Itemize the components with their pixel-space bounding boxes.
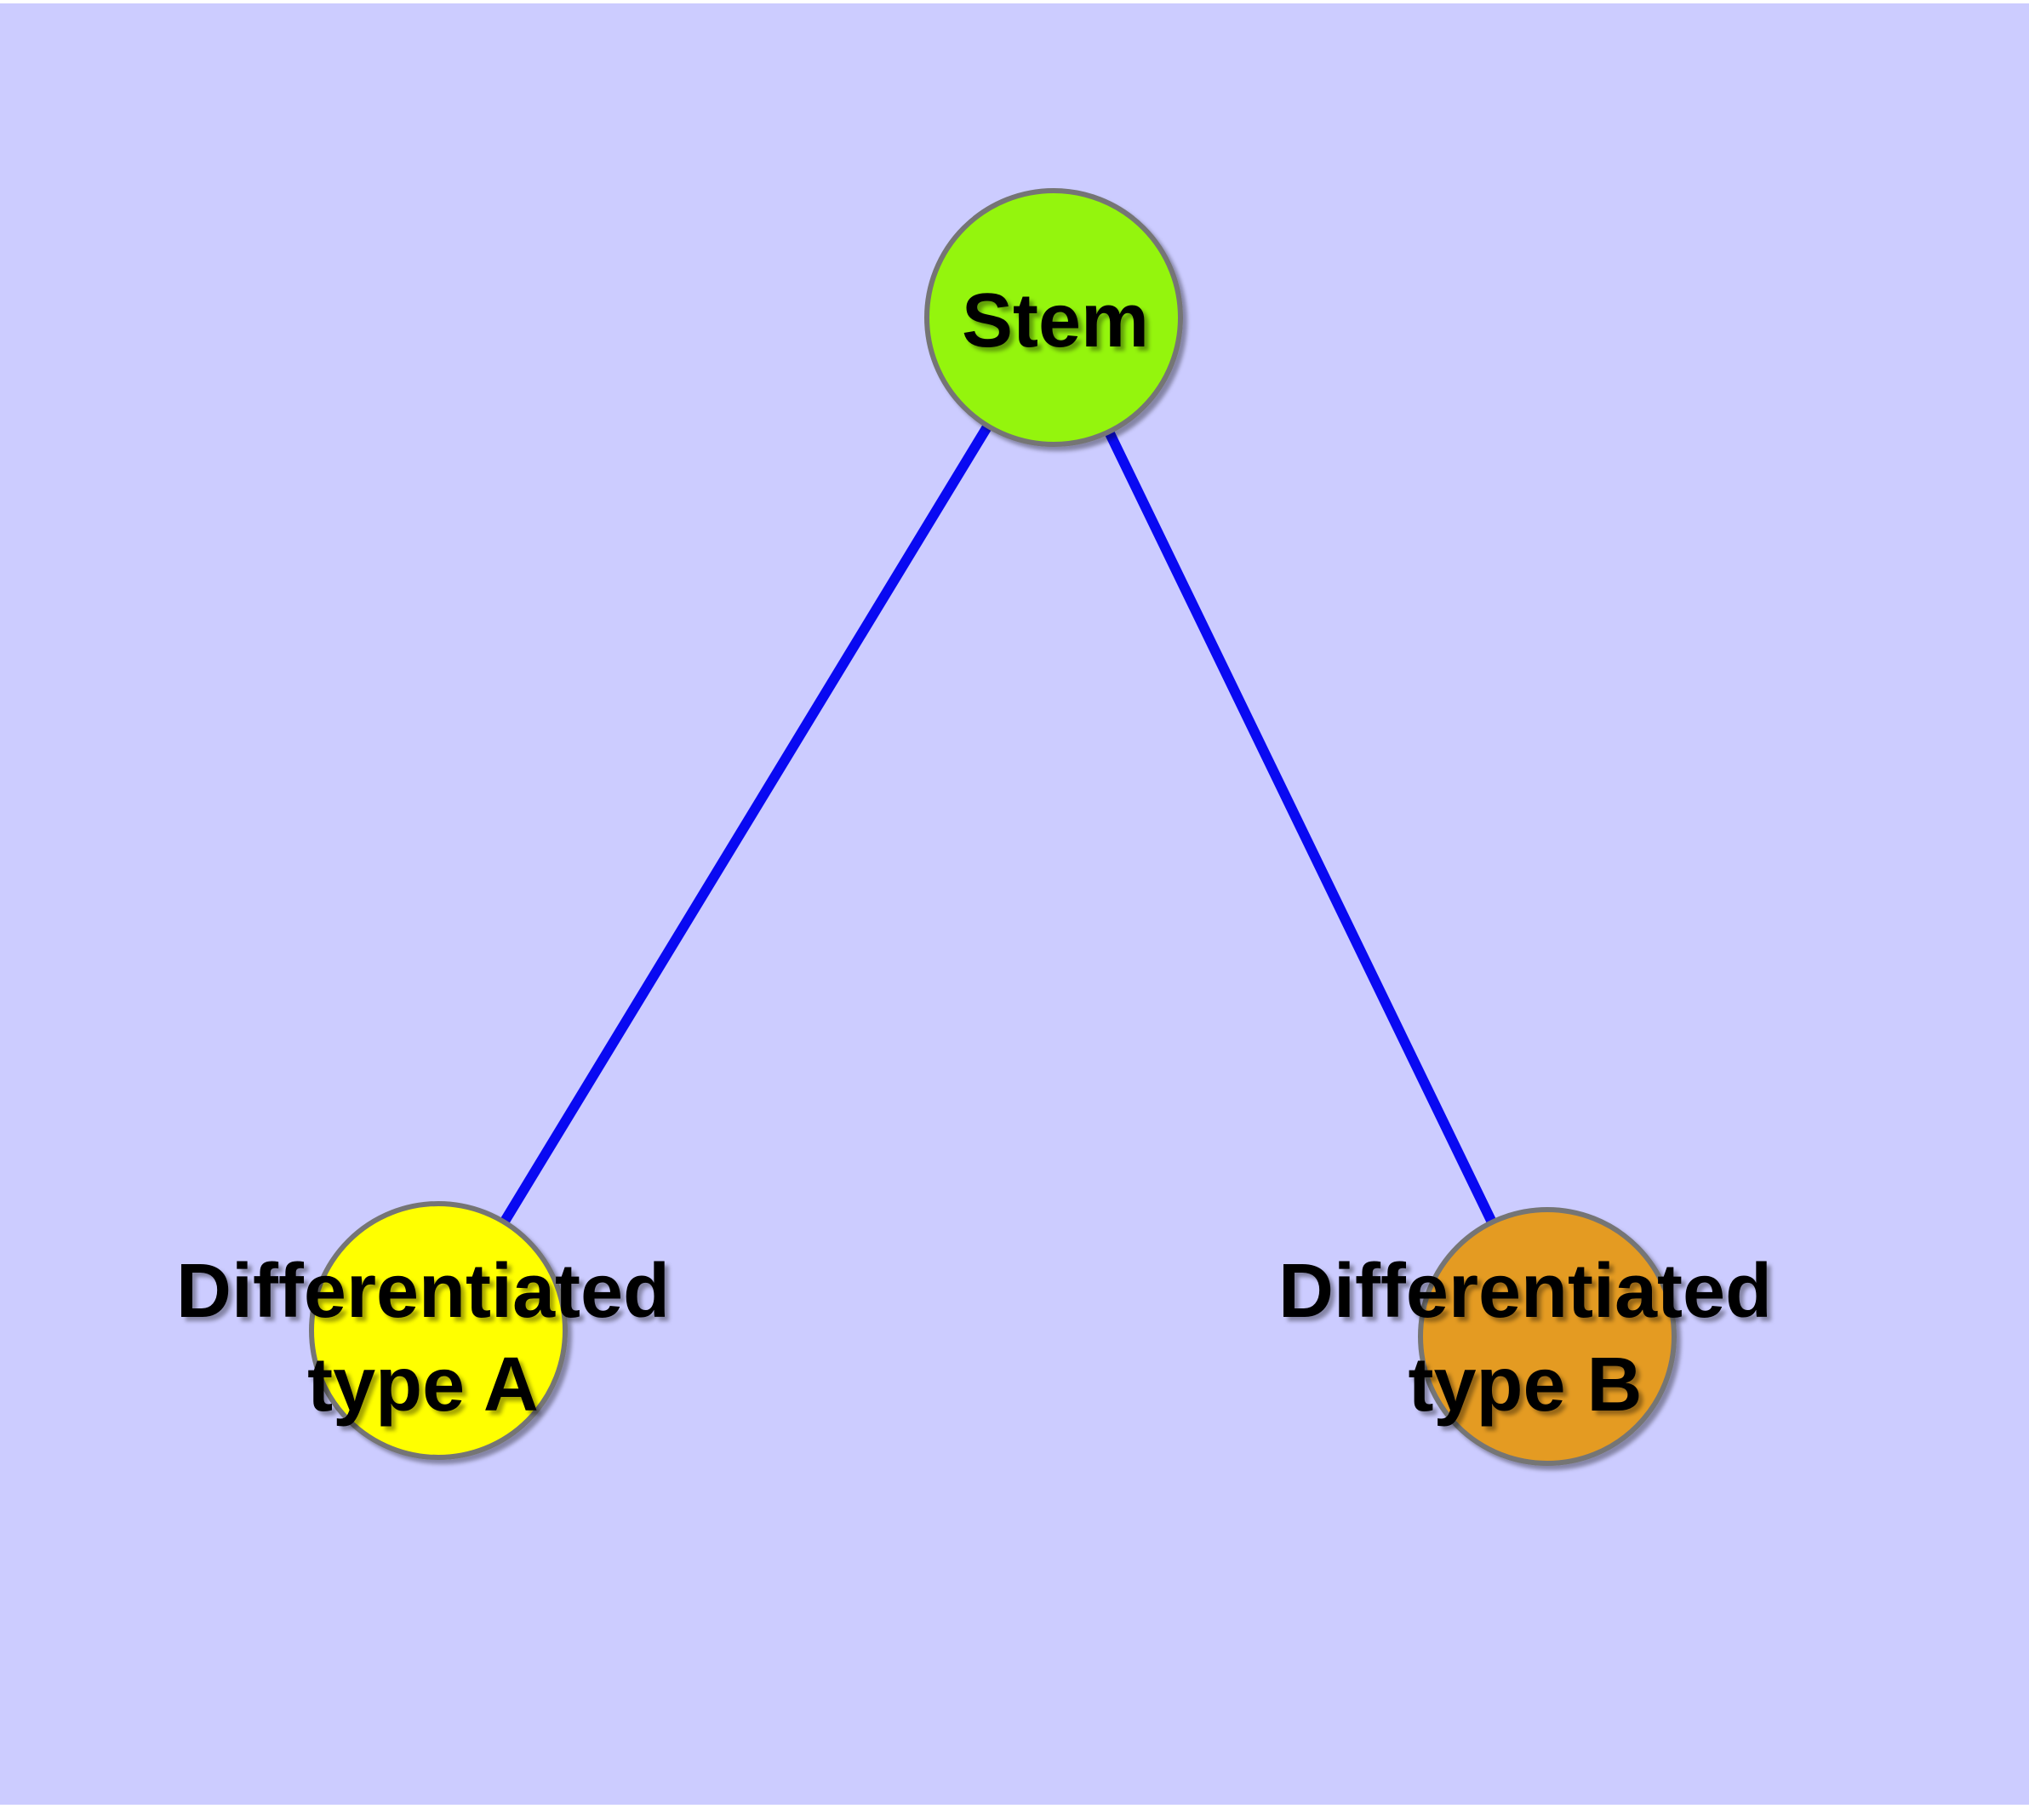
- node-stem-label: Stem: [962, 278, 1149, 363]
- node-stem-circle[interactable]: [924, 188, 1183, 447]
- node-stem-label-line: Stem: [962, 278, 1149, 363]
- node-differentiated-type-a-label-line: Differentiated: [176, 1249, 670, 1334]
- node-differentiated-type-a-label-line: type A: [307, 1342, 539, 1428]
- node-differentiated-type-b-label-line: type B: [1408, 1342, 1642, 1428]
- node-stem[interactable]: Stem: [924, 188, 1183, 447]
- node-differentiated-type-a-circle[interactable]: [309, 1201, 568, 1460]
- edge-stem-differentiated-type-b: [1049, 315, 1552, 1339]
- node-differentiated-type-b-label-line: Differentiated: [1278, 1249, 1772, 1334]
- edges-layer: [433, 314, 1552, 1339]
- edge-stem-differentiated-type-a: [433, 314, 1059, 1334]
- node-differentiated-type-b-circle[interactable]: [1418, 1207, 1677, 1466]
